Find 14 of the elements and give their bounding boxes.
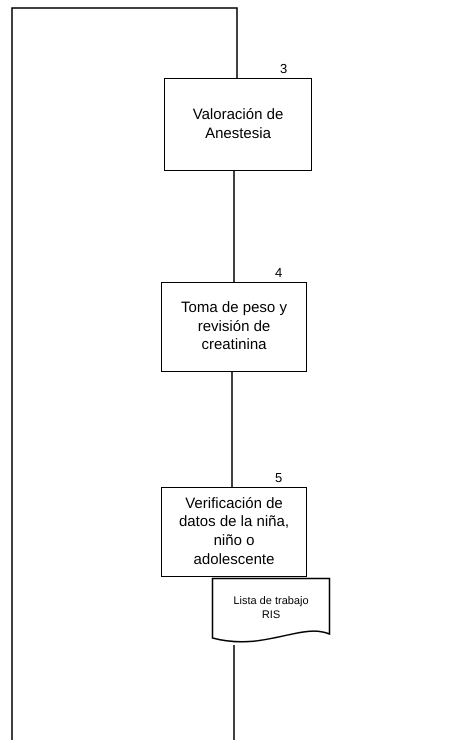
process-box xyxy=(161,487,307,577)
process-box xyxy=(164,78,312,171)
step-number: 3 xyxy=(280,61,288,76)
process-label: Toma de peso y revisión de creatinina xyxy=(180,298,288,356)
step-number: 4 xyxy=(275,265,282,280)
process-label: Valoración de Anestesia xyxy=(192,106,284,144)
connector-line xyxy=(233,171,235,282)
connector-line xyxy=(231,372,233,487)
connector-line xyxy=(233,645,235,740)
step-number: 5 xyxy=(275,470,282,485)
connector-line xyxy=(11,7,238,740)
process-box xyxy=(161,282,307,372)
document-label: Lista de trabajo RIS xyxy=(232,594,310,623)
process-label: Verificación de datos de la niña, niño o adolescente xyxy=(178,494,290,570)
